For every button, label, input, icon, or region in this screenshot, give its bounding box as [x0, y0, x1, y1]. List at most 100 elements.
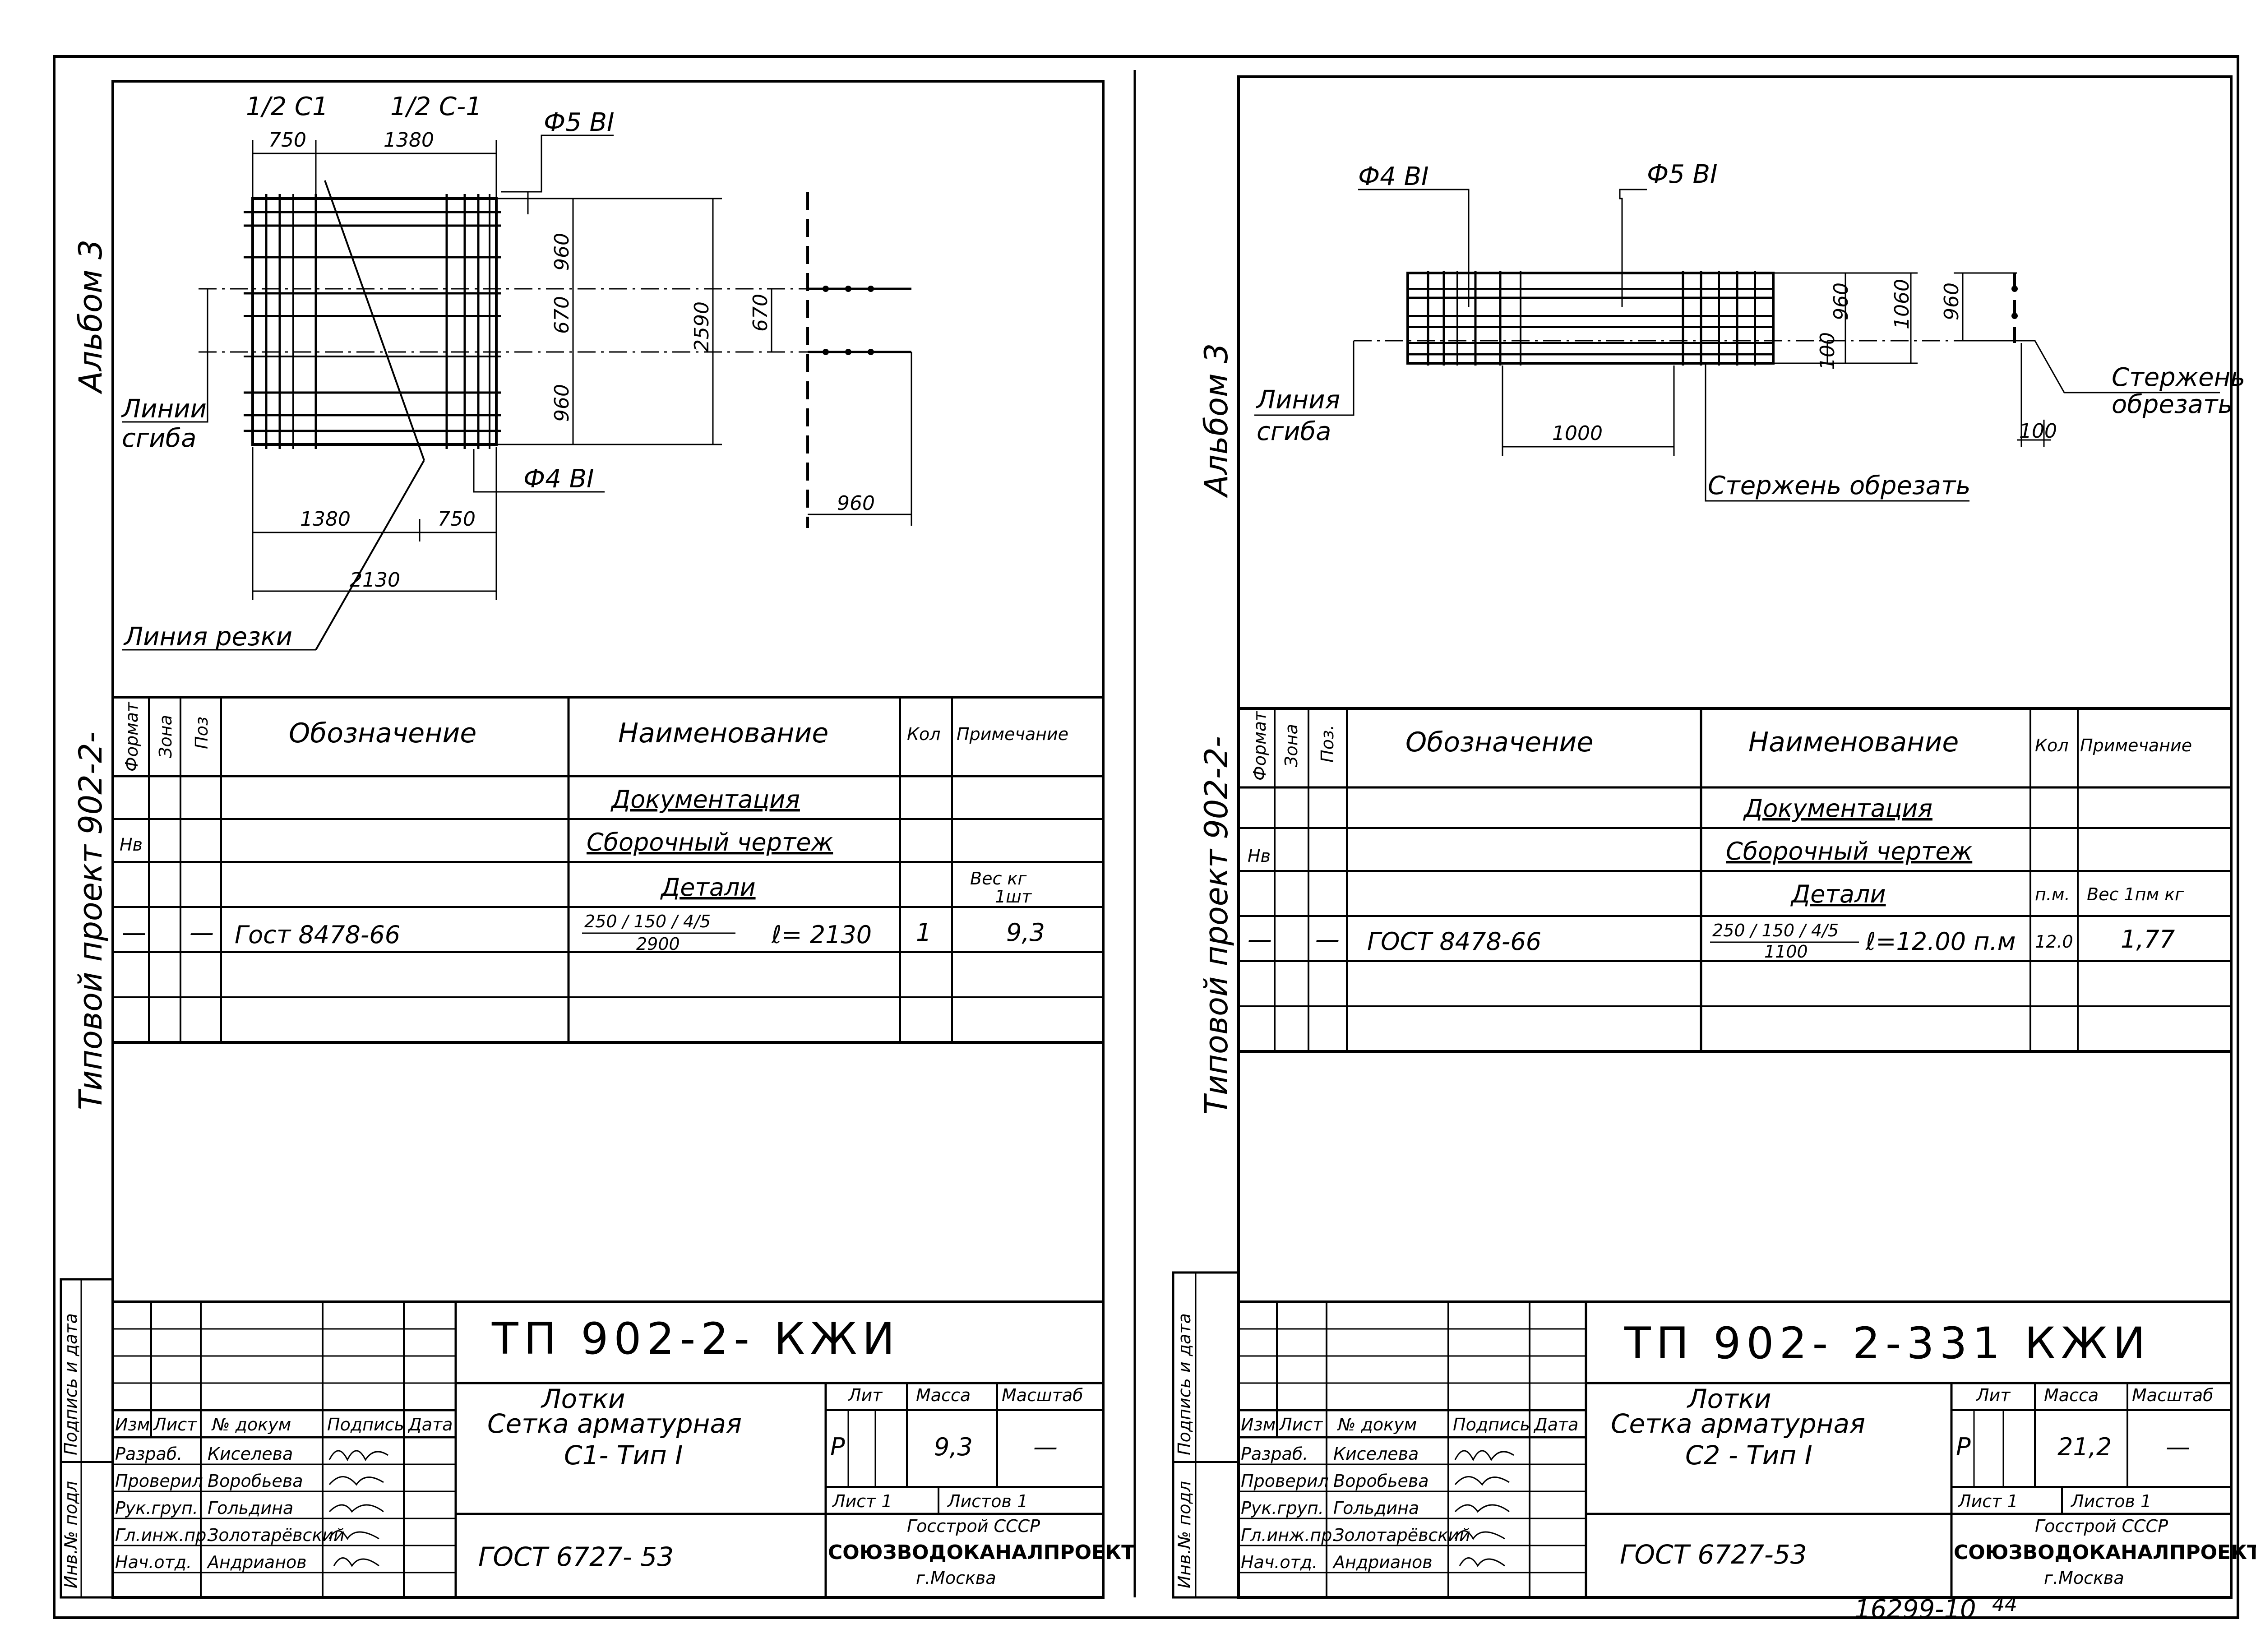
right-dim-100a: 100 [1816, 332, 1839, 370]
left-stamp-title2: Сетка арматурная [487, 1408, 742, 1439]
right-spec-nv: Нв [1248, 846, 1271, 866]
right-stamp-name-1: Воробьева [1333, 1471, 1429, 1491]
right-stamp-title2: Сетка арматурная [1611, 1408, 1865, 1439]
right-spec-qty: 12.0 [2035, 932, 2073, 952]
right-dim-960a: 960 [1830, 282, 1853, 320]
right-bend-label-1: Линия [1256, 385, 1340, 415]
left-spec-dash1: — [122, 918, 146, 947]
left-stamp-side-inv: Инв.№ подл [61, 1481, 81, 1588]
right-stamp-role-0: Разраб. [1241, 1444, 1308, 1464]
right-stamp-title3: С2 - Тип I [1685, 1440, 1812, 1471]
left-dim-section-w: 960 [837, 492, 875, 515]
right-stamp-col-sign: Подпись [1453, 1415, 1530, 1435]
left-stamp-gosstroy: Госстрой СССР [907, 1516, 1040, 1536]
footer-page: 44 [1992, 1593, 2017, 1616]
left-stamp-name-0: Киселева [208, 1444, 293, 1464]
right-spec-table [1237, 707, 2233, 1053]
left-stamp-scale-label: Масштаб [1002, 1385, 1083, 1405]
right-stamp-name-3: Золотарёвский [1333, 1525, 1470, 1545]
right-spec-weight-note: Вес 1пм кг [2087, 884, 2184, 904]
right-dim-1000: 1000 [1552, 422, 1603, 445]
right-stamp-name-2: Гольдина [1333, 1498, 1419, 1518]
left-dim-1380-top: 1380 [384, 129, 434, 152]
right-side-album: Альбом 3 [1198, 343, 1235, 498]
right-stamp-sheets: Листов 1 [2070, 1491, 2151, 1511]
left-dim-750-bottom: 750 [438, 508, 476, 531]
right-spec-dash2: — [1315, 925, 1340, 953]
right-spec-frac-num: 250 / 150 / 4/5 [1712, 921, 1839, 940]
right-spec-dash1: — [1248, 925, 1272, 953]
right-stamp-lit-label: Лит [1975, 1385, 2011, 1405]
left-stamp-mass-val: 9,3 [934, 1433, 973, 1461]
left-stamp-scale-val: — [1033, 1433, 1058, 1461]
right-stamp-title1: Лотки [1687, 1384, 1771, 1414]
left-rebar-bottom: Ф4 ВI [523, 464, 594, 494]
left-dim-2590: 2590 [690, 301, 713, 352]
right-hdr-name: Наименование [1748, 727, 1959, 758]
left-stamp-lit-label: Лит [847, 1385, 883, 1405]
right-hdr-format: Формат [1250, 710, 1270, 781]
left-dim-750-top: 750 [268, 129, 306, 152]
right-stamp-name-4: Андрианов [1332, 1552, 1433, 1572]
left-hdr-designation: Обозначение [289, 717, 476, 749]
left-spec-weight-note: Вес кг [970, 869, 1027, 888]
right-stamp-role-1: Проверил [1241, 1471, 1329, 1491]
right-stamp-sheet: Лист 1 [1957, 1491, 2018, 1511]
right-bend-label-2: сгиба [1257, 417, 1331, 446]
left-stamp-org: СОЮЗВОДОКАНАЛПРОЕКТ [828, 1541, 1135, 1564]
left-stamp-col-list: Лист [153, 1415, 198, 1435]
left-stamp-lit-val: Р [830, 1433, 845, 1461]
left-stamp-role-1: Проверил [115, 1471, 203, 1491]
left-stamp-side-sign: Подпись и дата [61, 1313, 81, 1455]
left-half-c1: 1/2 С1 [246, 92, 328, 121]
left-stamp-role-3: Гл.инж.пр. [115, 1525, 212, 1545]
left-stamp-title3: С1- Тип I [564, 1440, 683, 1471]
left-stamp-col-date: Дата [407, 1415, 453, 1435]
left-stamp-city: г.Москва [916, 1568, 996, 1588]
left-cut-label: Линия резки [123, 622, 292, 652]
left-stamp-title1: Лотки [541, 1384, 625, 1414]
left-stamp-name-4: Андрианов [206, 1552, 307, 1572]
right-spec-length: ℓ=12.00 п.м [1865, 927, 2016, 956]
right-hdr-qty: Кол [2035, 736, 2069, 755]
left-dim-960b: 960 [550, 384, 573, 422]
right-dim-100b: 100 [2019, 420, 2057, 443]
left-half-c1b: 1/2 С-1 [390, 92, 482, 121]
left-stamp-role-4: Нач.отд. [115, 1552, 192, 1572]
right-stamp-role-3: Гл.инж.пр. [1241, 1525, 1337, 1545]
left-mesh-outline [251, 197, 498, 446]
right-spec-gost: ГОСТ 8478-66 [1367, 927, 1541, 956]
right-hdr-note: Примечание [2080, 736, 2192, 755]
left-dim-2130: 2130 [350, 569, 400, 592]
left-bend-label-1: Линии [121, 394, 207, 424]
right-spec-doc: Документация [1743, 794, 1932, 823]
right-spec-note-val: 1,77 [2121, 925, 2175, 953]
left-spec-frac-den: 2900 [636, 934, 680, 954]
right-stamp-col-doc: № докум [1337, 1415, 1417, 1435]
left-stamp-mass-label: Масса [916, 1385, 971, 1405]
right-cut-rod: Стержень обрезать [1708, 471, 1971, 500]
left-spec-length: ℓ= 2130 [771, 921, 872, 949]
left-stamp-sheet: Лист 1 [832, 1491, 892, 1511]
left-spec-frac-num: 250 / 150 / 4/5 [584, 912, 711, 931]
right-rebar-b: Ф5 ВI [1647, 160, 1718, 189]
right-hdr-zone: Зона [1281, 724, 1301, 767]
left-dim-960a: 960 [550, 233, 573, 271]
right-spec-frac-den: 1100 [1764, 942, 1808, 962]
footer-number: 16299-10 [1854, 1595, 1976, 1624]
right-title-block [1172, 1271, 2233, 1599]
right-stamp-gost: ГОСТ 6727-53 [1620, 1539, 1807, 1570]
left-dim-1380-bottom: 1380 [300, 508, 351, 531]
left-spec-details: Детали [660, 873, 756, 902]
right-cut-rod2a: Стержень [2112, 363, 2245, 392]
left-stamp-col-sign: Подпись [327, 1415, 404, 1435]
left-hdr-note: Примечание [957, 724, 1068, 744]
left-hdr-format: Формат [122, 701, 142, 772]
left-spec-nv: Нв [120, 835, 143, 855]
right-stamp-col-date: Дата [1533, 1415, 1578, 1435]
left-spec-doc: Документация [610, 785, 800, 814]
left-stamp-name-2: Гольдина [208, 1498, 293, 1518]
right-stamp-scale-val: — [2166, 1433, 2190, 1461]
right-rebar-a: Ф4 ВI [1358, 162, 1429, 191]
